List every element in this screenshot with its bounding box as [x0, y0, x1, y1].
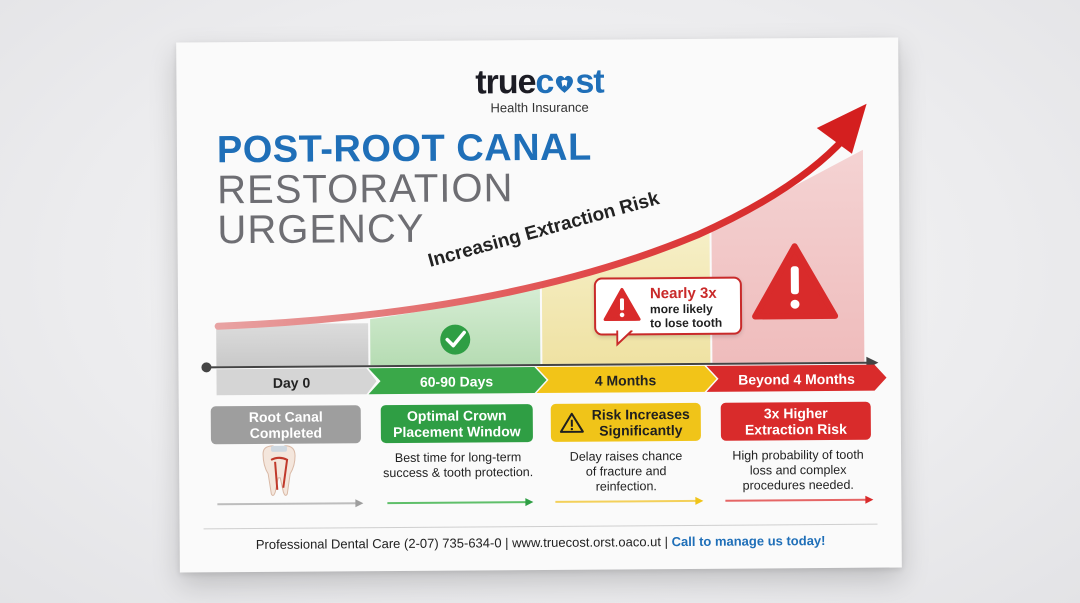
callout-text: Nearly 3x more likely to lose tooth [649, 284, 723, 331]
stage-box-extraction: 3x Higher Extraction Risk [720, 401, 871, 441]
stage-desc-risk: Delay raises chance of fracture and rein… [569, 449, 683, 494]
risk-arrow-head [816, 103, 867, 154]
stage-label-60-90: 60-90 Days [419, 373, 494, 390]
heart-tooth-icon: c [535, 63, 575, 101]
timeline-line [206, 361, 869, 369]
stage-box-extraction-text: 3x Higher Extraction Risk [744, 404, 847, 438]
title-line-2: RESTORATION [217, 166, 514, 213]
stage-desc-extraction: High probability of tooth loss and compl… [732, 447, 864, 493]
checkmark-icon [440, 324, 471, 355]
ribbon-60-90 [368, 367, 547, 395]
risk-curve [214, 134, 849, 330]
stage-box-optimal: Optimal Crown Placement Window [380, 404, 533, 444]
progress-arrows [217, 495, 874, 508]
brand-name-suffix: st [575, 62, 604, 101]
footer-cta-link[interactable]: Call to manage us today! [671, 533, 826, 550]
stage-label-day0: Day 0 [272, 374, 311, 391]
brand-name-prefix: true [475, 63, 536, 102]
ribbon-beyond [706, 364, 887, 392]
callout-headline: Nearly 3x [649, 284, 717, 303]
ribbon-day0 [216, 368, 377, 396]
callout-line-3: to lose tooth [650, 315, 723, 331]
stage-box-root-canal-text: Root Canal Completed [248, 408, 323, 442]
footer-contact: Professional Dental Care (2-07) 735-634-… [255, 534, 669, 552]
timeline-start-dot [201, 362, 212, 373]
stage-box-risk-text: Risk Increases Significantly [591, 405, 690, 439]
stage-label-beyond: Beyond 4 Months [738, 370, 855, 388]
stage-column-day0 [216, 323, 369, 367]
brand-tagline: Health Insurance [490, 99, 589, 116]
callout-line-2: more likely [649, 301, 713, 317]
large-warning-icon [752, 243, 839, 320]
stage-label-4-months: 4 Months [594, 372, 657, 389]
tooth-icon [262, 445, 296, 496]
stage-desc-optimal: Best time for long-term success & tooth … [383, 450, 534, 481]
stage-box-root-canal: Root Canal Completed [210, 405, 361, 445]
ribbon-4-months [536, 365, 717, 394]
warning-icon [603, 287, 641, 322]
title-line-1: POST-ROOT CANAL [216, 126, 592, 172]
risk-callout: Nearly 3x more likely to lose tooth [593, 276, 743, 347]
stage-box-risk: Risk Increases Significantly [550, 402, 701, 442]
callout-pointer [616, 330, 633, 347]
warning-icon [559, 412, 584, 433]
stage-box-optimal-text: Optimal Crown Placement Window [393, 407, 521, 441]
